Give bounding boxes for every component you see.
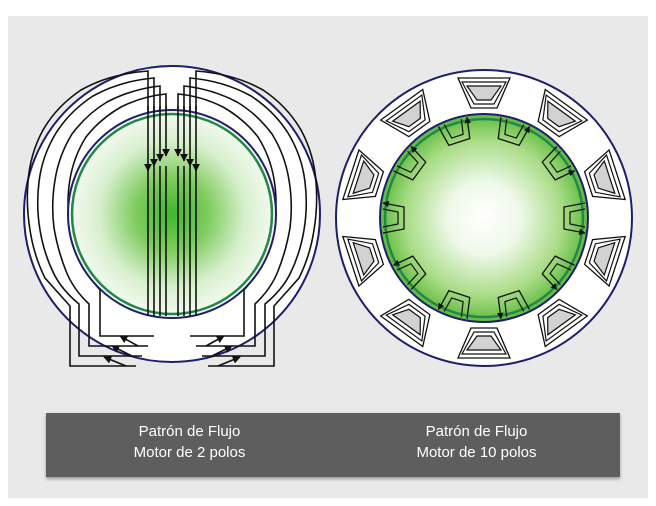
stator-slot (583, 235, 627, 288)
caption-subtitle: Motor de 10 polos (416, 444, 537, 461)
flux-arc (393, 146, 427, 181)
stator-slot (457, 327, 511, 359)
caption-two-pole: Patrón de Flujo Motor de 2 polos (46, 421, 333, 463)
flux-arc (382, 200, 405, 234)
caption-title: Patrón de Flujo (425, 423, 528, 440)
stator-slot (341, 235, 385, 288)
flux-arc (563, 202, 586, 236)
flux-arcs (382, 116, 586, 320)
caption-ten-pole: Patrón de Flujo Motor de 10 polos (333, 421, 620, 463)
flux-arc (437, 116, 472, 147)
flux-arrows (103, 106, 241, 367)
flux-arc (541, 146, 576, 181)
ten-pole-diagram (335, 69, 633, 367)
stator-slot (537, 298, 589, 348)
flux-arc (497, 117, 531, 147)
rotor-ring (383, 117, 585, 319)
stator-slot (537, 88, 589, 138)
rotor-outline (379, 113, 589, 323)
stator-slot (379, 88, 431, 138)
stator-slot (341, 148, 385, 201)
caption-bar: Patrón de Flujo Motor de 2 polos Patrón … (46, 413, 620, 477)
caption-title: Patrón de Flujo (138, 423, 241, 440)
rotor-ring (70, 112, 274, 316)
flux-arc (496, 289, 531, 320)
stator-slot (457, 77, 511, 109)
flux-arc (392, 255, 427, 290)
flux-arc (437, 289, 471, 319)
flux-loops (26, 70, 318, 367)
stator-slot (583, 148, 627, 201)
two-pole-diagram (23, 65, 321, 367)
motor-flux-figure (23, 65, 633, 367)
rotor-outline (67, 109, 277, 319)
flux-arc (541, 255, 575, 290)
stator-slots (341, 77, 627, 359)
stator-slot (379, 298, 431, 348)
figure-panel: Patrón de Flujo Motor de 2 polos Patrón … (8, 16, 648, 498)
caption-subtitle: Motor de 2 polos (133, 444, 246, 461)
